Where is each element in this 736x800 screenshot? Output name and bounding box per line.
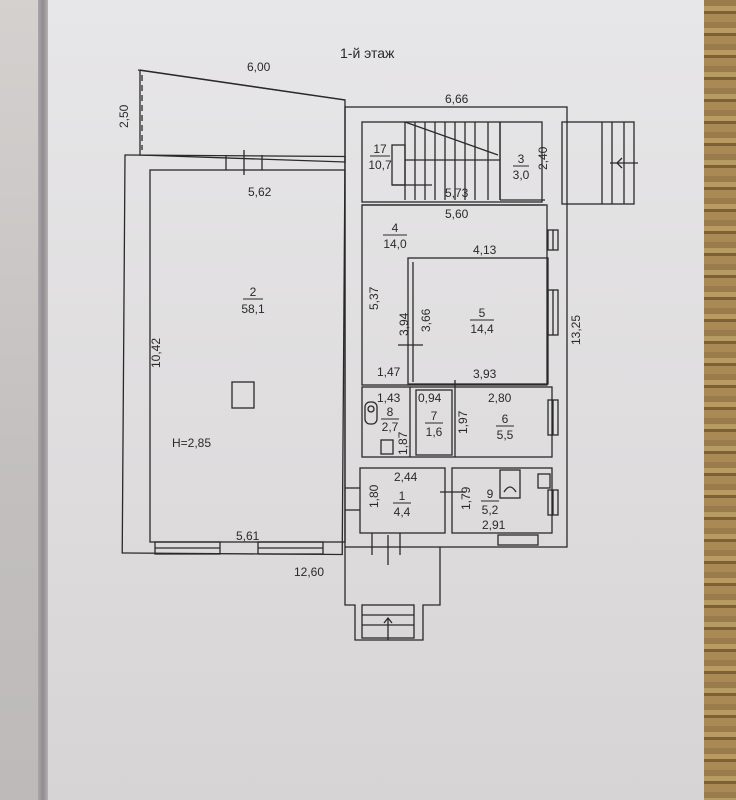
hall-inner-wall <box>149 169 346 543</box>
dim-179: 1,79 <box>459 486 473 510</box>
room-labels: 2 58,1 17 10,7 3 3,0 4 14,0 5 14,4 8 2,7… <box>241 142 529 519</box>
dim-room5-height: 3,66 <box>419 308 433 332</box>
heater-icon <box>537 473 551 489</box>
room-1-number: 1 <box>399 489 406 503</box>
room-8-number: 8 <box>387 405 394 419</box>
room-5-number: 5 <box>479 306 486 320</box>
dim-291: 2,91 <box>482 518 506 532</box>
room-2-area: 58,1 <box>241 302 265 316</box>
dim-room3-height: 2,40 <box>536 146 550 170</box>
sink-icon <box>380 439 394 455</box>
room-5-area: 14,4 <box>470 322 494 336</box>
room-3-number: 3 <box>518 152 525 166</box>
dim-280: 2,80 <box>488 391 512 405</box>
room-2-number: 2 <box>250 285 257 299</box>
room-4-number: 4 <box>392 221 399 235</box>
room-17-area: 10,7 <box>368 158 392 172</box>
room-7-area: 1,6 <box>426 425 443 439</box>
dimension-labels: 6,00 2,50 6,66 5,62 5,73 5,60 2,40 4,13 … <box>117 60 583 579</box>
dim-total-height: 13,25 <box>569 315 583 345</box>
dim-094: 0,94 <box>418 391 442 405</box>
room-7-number: 7 <box>431 409 438 423</box>
dim-total-width: 12,60 <box>294 565 324 579</box>
dim-room4-width: 5,60 <box>445 207 469 221</box>
dim-147: 1,47 <box>377 365 401 379</box>
dim-244: 2,44 <box>394 470 418 484</box>
dim-180: 1,80 <box>367 484 381 508</box>
room-17-number: 17 <box>373 142 387 156</box>
toilet-icon <box>364 401 378 425</box>
terrace-outline <box>137 69 346 163</box>
dim-hall-height: 10,42 <box>149 338 163 368</box>
dim-394: 3,94 <box>397 312 411 336</box>
wooden-table-edge <box>704 0 736 800</box>
dim-room4-height: 5,37 <box>367 286 381 310</box>
dim-terrace-depth: 2,50 <box>117 104 131 128</box>
dim-197: 1,97 <box>456 410 470 434</box>
room-3-area: 3,0 <box>513 168 530 182</box>
dim-hall-bottom: 5,61 <box>236 529 260 543</box>
entrance-bottom <box>344 547 441 641</box>
room-9-number: 9 <box>487 487 494 501</box>
dim-143: 1,43 <box>377 391 401 405</box>
floor-title: 1-й этаж <box>340 45 395 61</box>
dim-393: 3,93 <box>473 367 497 381</box>
dim-187: 1,87 <box>396 431 410 455</box>
room-9-area: 5,2 <box>482 503 499 517</box>
room-8-area: 2,7 <box>382 420 399 434</box>
dim-terrace-width: 6,00 <box>247 60 271 74</box>
room-4-area: 14,0 <box>383 237 407 251</box>
room-6-number: 6 <box>502 412 509 426</box>
boiler-icon <box>499 469 521 499</box>
outer-wall-main <box>121 154 346 556</box>
binder-spine <box>38 0 48 800</box>
outer-wall-right <box>344 106 568 548</box>
dim-hall-top: 5,62 <box>248 185 272 199</box>
dim-top-right: 6,66 <box>445 92 469 106</box>
room-1-area: 4,4 <box>394 505 411 519</box>
ceiling-height: H=2,85 <box>172 436 211 450</box>
dim-stair-width: 5,73 <box>445 186 469 200</box>
paper-sheet <box>48 0 706 800</box>
dim-room5-width: 4,13 <box>473 243 497 257</box>
column-icon <box>231 381 255 409</box>
room-6-area: 5,5 <box>497 428 514 442</box>
